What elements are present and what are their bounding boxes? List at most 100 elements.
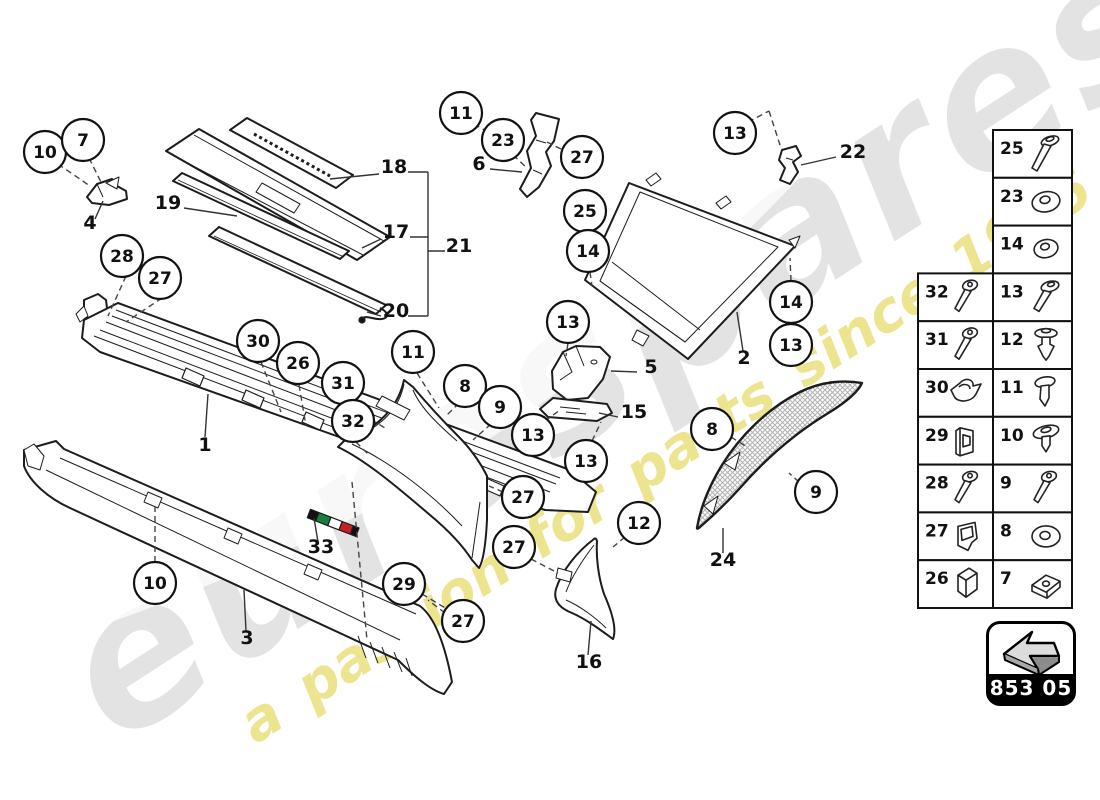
callout-29[interactable]: 29 — [381, 561, 427, 607]
part-label-5[interactable]: 5 — [644, 356, 657, 378]
bracket-22 — [778, 145, 802, 185]
fastener-cell-7[interactable]: 7 — [992, 559, 1073, 610]
callout-31[interactable]: 31 — [320, 360, 366, 406]
screw-icon — [954, 279, 979, 313]
dashed-leader-line — [530, 558, 559, 574]
fastener-cell-23[interactable]: 23 — [992, 176, 1073, 227]
svg-text:8: 8 — [1000, 521, 1012, 541]
callout-27[interactable]: 27 — [491, 524, 537, 570]
fastener-cell-11[interactable]: 11 — [992, 368, 1073, 418]
callout-13[interactable]: 13 — [510, 412, 556, 458]
part-label-24[interactable]: 24 — [710, 549, 736, 571]
svg-text:11: 11 — [401, 343, 425, 363]
fastener-cell-31[interactable]: 31 — [917, 320, 994, 371]
wheel-housing-panel-2 — [584, 172, 801, 360]
screw-washer-icon — [1033, 280, 1060, 313]
part-label-33[interactable]: 33 — [308, 536, 334, 558]
callout-27[interactable]: 27 — [137, 255, 183, 301]
callout-30[interactable]: 30 — [235, 318, 281, 364]
fastener-cell-30[interactable]: 30 — [917, 368, 994, 418]
callout-12[interactable]: 12 — [616, 500, 662, 546]
svg-text:25: 25 — [573, 202, 597, 222]
solid-leader-line — [361, 238, 382, 249]
part-label-17[interactable]: 17 — [383, 221, 409, 243]
svg-text:14: 14 — [1000, 235, 1024, 255]
clip-nut-icon — [1031, 574, 1061, 600]
part-label-22[interactable]: 22 — [840, 141, 866, 163]
large-washer-icon — [1031, 190, 1061, 213]
fastener-cell-29[interactable]: 29 — [917, 415, 994, 466]
fastener-cell-28[interactable]: 28 — [917, 463, 994, 514]
callout-7[interactable]: 7 — [60, 117, 106, 163]
screw-icon — [954, 327, 979, 361]
svg-text:27: 27 — [148, 269, 172, 289]
fastener-cell-27[interactable]: 27 — [917, 511, 994, 562]
fastener-cell-14[interactable]: 14 — [992, 224, 1073, 275]
part-label-19[interactable]: 19 — [155, 192, 181, 214]
callout-26[interactable]: 26 — [275, 340, 321, 386]
part-label-18[interactable]: 18 — [381, 156, 407, 178]
fastener-cell-25[interactable]: 25 — [992, 129, 1073, 179]
diagram-code-badge: 853 05 — [986, 621, 1076, 706]
callout-11[interactable]: 11 — [390, 329, 436, 375]
svg-text:10: 10 — [33, 143, 57, 163]
callout-10[interactable]: 10 — [132, 560, 178, 606]
part-label-20[interactable]: 20 — [383, 300, 409, 322]
fastener-cell-13[interactable]: 13 — [992, 272, 1073, 323]
callout-32[interactable]: 32 — [330, 398, 376, 444]
solid-leader-line — [736, 311, 744, 352]
part-label-21[interactable]: 21 — [446, 235, 472, 257]
svg-text:12: 12 — [627, 514, 651, 534]
svg-text:14: 14 — [576, 242, 600, 262]
svg-text:7: 7 — [1000, 569, 1012, 589]
bracket-6 — [519, 112, 560, 198]
callout-27[interactable]: 27 — [500, 474, 546, 520]
spacer-block-icon — [957, 567, 978, 599]
callout-25[interactable]: 25 — [562, 188, 608, 234]
callout-13[interactable]: 13 — [563, 438, 609, 484]
callout-10[interactable]: 10 — [22, 129, 68, 175]
fastener-cell-26[interactable]: 26 — [917, 559, 994, 610]
svg-text:32: 32 — [925, 282, 949, 302]
callout-28[interactable]: 28 — [99, 233, 145, 279]
long-bolt-icon — [1031, 135, 1060, 172]
fastener-cell-9[interactable]: 9 — [992, 463, 1073, 514]
svg-text:9: 9 — [494, 398, 506, 418]
callout-13[interactable]: 13 — [768, 322, 814, 368]
part-label-2[interactable]: 2 — [737, 347, 750, 369]
callout-14[interactable]: 14 — [768, 279, 814, 325]
aero-fin-16 — [554, 537, 616, 640]
svg-text:7: 7 — [77, 131, 89, 151]
callout-8[interactable]: 8 — [689, 406, 735, 452]
callout-11[interactable]: 11 — [438, 90, 484, 136]
part-label-1[interactable]: 1 — [198, 434, 211, 456]
callout-13[interactable]: 13 — [712, 110, 758, 156]
callout-13[interactable]: 13 — [545, 299, 591, 345]
callout-9[interactable]: 9 — [793, 469, 839, 515]
solid-leader-line — [587, 620, 592, 656]
solid-leader-line — [183, 207, 238, 217]
callout-14[interactable]: 14 — [565, 228, 611, 274]
panel-clip-icon — [955, 426, 974, 457]
callout-27[interactable]: 27 — [559, 134, 605, 180]
part-label-6[interactable]: 6 — [472, 153, 485, 175]
fastener-cell-8[interactable]: 8 — [992, 511, 1073, 562]
svg-text:27: 27 — [925, 521, 949, 541]
callout-23[interactable]: 23 — [480, 117, 526, 163]
dashed-leader-line — [298, 384, 307, 427]
spring-clip-icon — [950, 378, 982, 402]
part-label-16[interactable]: 16 — [576, 651, 602, 673]
fastener-cell-32[interactable]: 32 — [917, 272, 994, 323]
fastener-cell-10[interactable]: 10 — [992, 415, 1073, 466]
part-label-3[interactable]: 3 — [240, 627, 253, 649]
part-label-15[interactable]: 15 — [621, 401, 647, 423]
callout-27[interactable]: 27 — [440, 598, 486, 644]
fastener-cell-12[interactable]: 12 — [992, 320, 1073, 371]
dashed-leader-line — [612, 536, 626, 548]
callout-9[interactable]: 9 — [477, 384, 523, 430]
dashed-leader-line — [488, 485, 504, 493]
callout-8[interactable]: 8 — [442, 363, 488, 409]
part-label-4[interactable]: 4 — [83, 212, 96, 234]
